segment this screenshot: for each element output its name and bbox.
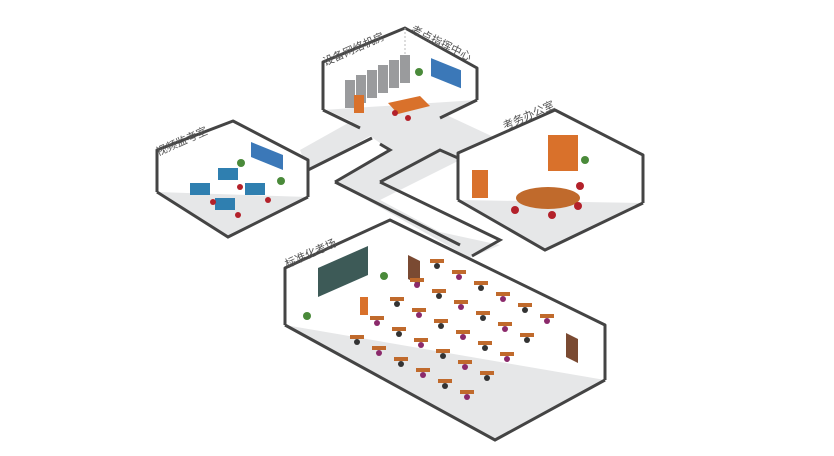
desk [498, 322, 512, 326]
student [482, 345, 488, 351]
student [484, 375, 490, 381]
corridors [300, 112, 504, 258]
video-wall [431, 58, 461, 89]
desk [518, 303, 532, 307]
desk [480, 371, 494, 375]
student [478, 285, 484, 291]
desk [372, 346, 386, 350]
desk [458, 360, 472, 364]
student [438, 323, 444, 329]
student [440, 353, 446, 359]
server-racks [345, 55, 410, 108]
student [464, 394, 470, 400]
desk [370, 316, 384, 320]
student [414, 282, 420, 288]
student [396, 331, 402, 337]
desk [500, 352, 514, 356]
monitor-desks [190, 168, 265, 210]
student [460, 334, 466, 340]
student [502, 326, 508, 332]
student [436, 293, 442, 299]
exam-desks [350, 259, 554, 400]
desk [456, 330, 470, 334]
podium [360, 297, 368, 315]
blackboard [318, 246, 368, 297]
desk [416, 368, 430, 372]
student [374, 320, 380, 326]
door [566, 333, 578, 363]
desk [434, 319, 448, 323]
corridor-video-server [300, 122, 372, 170]
student [544, 318, 550, 324]
student [442, 383, 448, 389]
desk [412, 308, 426, 312]
student [480, 315, 486, 321]
student [456, 274, 462, 280]
desk [438, 379, 452, 383]
room-server [321, 26, 479, 142]
desk [390, 297, 404, 301]
student [394, 301, 400, 307]
room-video [155, 119, 310, 239]
student [354, 339, 360, 345]
student [500, 296, 506, 302]
desk [476, 311, 490, 315]
corridor-main [335, 112, 500, 258]
console-desk [388, 96, 430, 114]
desk [410, 278, 424, 282]
desk [414, 338, 428, 342]
meeting-table [516, 187, 580, 209]
student [416, 312, 422, 318]
video-wall [251, 142, 283, 170]
desk [478, 341, 492, 345]
student [504, 356, 510, 362]
desk [452, 270, 466, 274]
room-exam [283, 218, 607, 442]
desk [540, 314, 554, 318]
cabinet [472, 170, 488, 198]
door [408, 255, 420, 285]
student [458, 304, 464, 310]
desk [460, 390, 474, 394]
cabinet [354, 95, 364, 113]
desk [520, 333, 534, 337]
desk [392, 327, 406, 331]
bookshelf [548, 135, 578, 171]
student [524, 337, 530, 343]
desk [496, 292, 510, 296]
plant-icon [415, 68, 423, 76]
student [434, 263, 440, 269]
student [376, 350, 382, 356]
desk [350, 335, 364, 339]
desk [394, 357, 408, 361]
student [398, 361, 404, 367]
student [418, 342, 424, 348]
desk [430, 259, 444, 263]
desk [454, 300, 468, 304]
desk [432, 289, 446, 293]
student [522, 307, 528, 313]
desk [474, 281, 488, 285]
student [420, 372, 426, 378]
desk [436, 349, 450, 353]
room-office [456, 108, 645, 252]
student [462, 364, 468, 370]
